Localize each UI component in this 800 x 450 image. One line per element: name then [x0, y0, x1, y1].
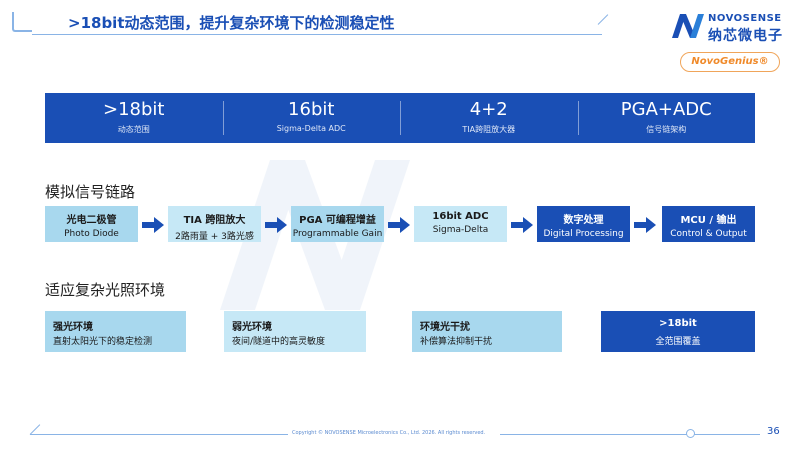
- env-card-ambient-interference: 环境光干扰 补偿算法抑制干扰: [412, 311, 562, 352]
- spec-cell: 16bit Sigma-Delta ADC: [222, 93, 401, 143]
- env-card-desc: 夜间/隧道中的高灵敏度: [232, 337, 326, 347]
- spec-label: 动态范围: [117, 125, 150, 134]
- chain-step-subtitle: Control & Output: [670, 229, 747, 239]
- company-logo: NOVOSENSE 纳芯微电子: [670, 10, 790, 44]
- page-number: 36: [767, 426, 780, 437]
- arrow-right-icon: [634, 217, 656, 233]
- title-underline: [32, 34, 602, 35]
- footer-dot-icon: [686, 429, 695, 438]
- arrow-right-icon: [265, 217, 287, 233]
- environment-heading: 适应复杂光照环境: [45, 281, 166, 299]
- spec-label: Sigma-Delta ADC: [276, 124, 346, 133]
- spec-value: 16bit: [288, 99, 335, 120]
- env-card-strong-light: 强光环境 直射太阳光下的稳定检测: [45, 311, 186, 352]
- env-card-title: 环境光干扰: [420, 322, 470, 333]
- chain-step-mcu-output: MCU / 输出 Control & Output: [662, 206, 755, 242]
- chain-step-title: TIA 跨阻放大: [183, 215, 246, 226]
- brand-tag: NovoGenius®: [680, 52, 780, 72]
- chain-step-title: 光电二极管: [66, 215, 117, 226]
- spec-cell: 4+2 TIA跨阻放大器: [400, 93, 578, 143]
- spec-cell: >18bit 动态范围: [45, 93, 223, 143]
- chain-step-title: MCU / 输出: [680, 215, 737, 226]
- arrow-right-icon: [142, 217, 164, 233]
- chain-step-subtitle: Photo Diode: [64, 229, 119, 239]
- spec-value: PGA+ADC: [620, 99, 712, 120]
- chain-step-subtitle: 2路雨量 + 3路光感: [175, 232, 254, 242]
- chain-step-title: PGA 可编程增益: [299, 215, 376, 226]
- spec-cell: PGA+ADC 信号链架构: [577, 93, 756, 143]
- spec-label: TIA跨阻放大器: [462, 125, 516, 134]
- footer-line: [30, 434, 288, 435]
- footer-line: [500, 434, 760, 435]
- chain-step-title: 数字处理: [563, 215, 604, 226]
- spec-value: 4+2: [469, 99, 508, 120]
- chain-step-adc: 16bit ADC Sigma-Delta: [414, 206, 507, 242]
- env-card-low-light: 弱光环境 夜间/隧道中的高灵敏度: [224, 311, 366, 352]
- footer-copyright: Copyright © NOVOSENSE Microelectronics C…: [292, 430, 486, 436]
- chain-step-subtitle: Programmable Gain: [292, 229, 383, 239]
- chain-step-subtitle: Sigma-Delta: [432, 225, 489, 235]
- arrow-right-icon: [511, 217, 533, 233]
- env-card-title: 强光环境: [53, 322, 93, 333]
- signal-chain-heading: 模拟信号链路: [45, 183, 136, 201]
- env-card-desc: 补偿算法抑制干扰: [420, 337, 493, 347]
- novosense-logo-icon: [672, 14, 704, 38]
- title-corner-decoration: [12, 12, 32, 32]
- arrow-right-icon: [388, 217, 410, 233]
- logo-text-en: NOVOSENSE: [708, 13, 782, 24]
- env-card-title: 弱光环境: [232, 322, 272, 333]
- chain-step-subtitle: Digital Processing: [543, 229, 624, 239]
- logo-text-cn: 纳芯微电子: [708, 28, 783, 44]
- chain-step-photodiode: 光电二极管 Photo Diode: [45, 206, 138, 242]
- chain-step-digital-processing: 数字处理 Digital Processing: [537, 206, 630, 242]
- slide-title: >18bit动态范围，提升复杂环境下的检测稳定性: [68, 14, 395, 32]
- title-bar: >18bit动态范围，提升复杂环境下的检测稳定性: [12, 10, 609, 36]
- spec-value: >18bit: [103, 99, 165, 120]
- chain-step-pga: PGA 可编程增益 Programmable Gain: [291, 206, 384, 242]
- chain-step-tia: TIA 跨阻放大 2路雨量 + 3路光感: [168, 206, 261, 242]
- env-card-title: >18bit: [659, 318, 697, 329]
- env-card-full-range: >18bit 全范围覆盖: [601, 311, 755, 352]
- env-card-desc: 直射太阳光下的稳定检测: [53, 337, 153, 347]
- title-underline-tail: [597, 14, 609, 25]
- spec-label: 信号链架构: [646, 125, 687, 134]
- env-card-desc: 全范围覆盖: [655, 337, 701, 347]
- chain-step-title: 16bit ADC: [432, 211, 489, 222]
- spec-summary-bar: >18bit 动态范围 16bit Sigma-Delta ADC 4+2 TI…: [45, 93, 755, 143]
